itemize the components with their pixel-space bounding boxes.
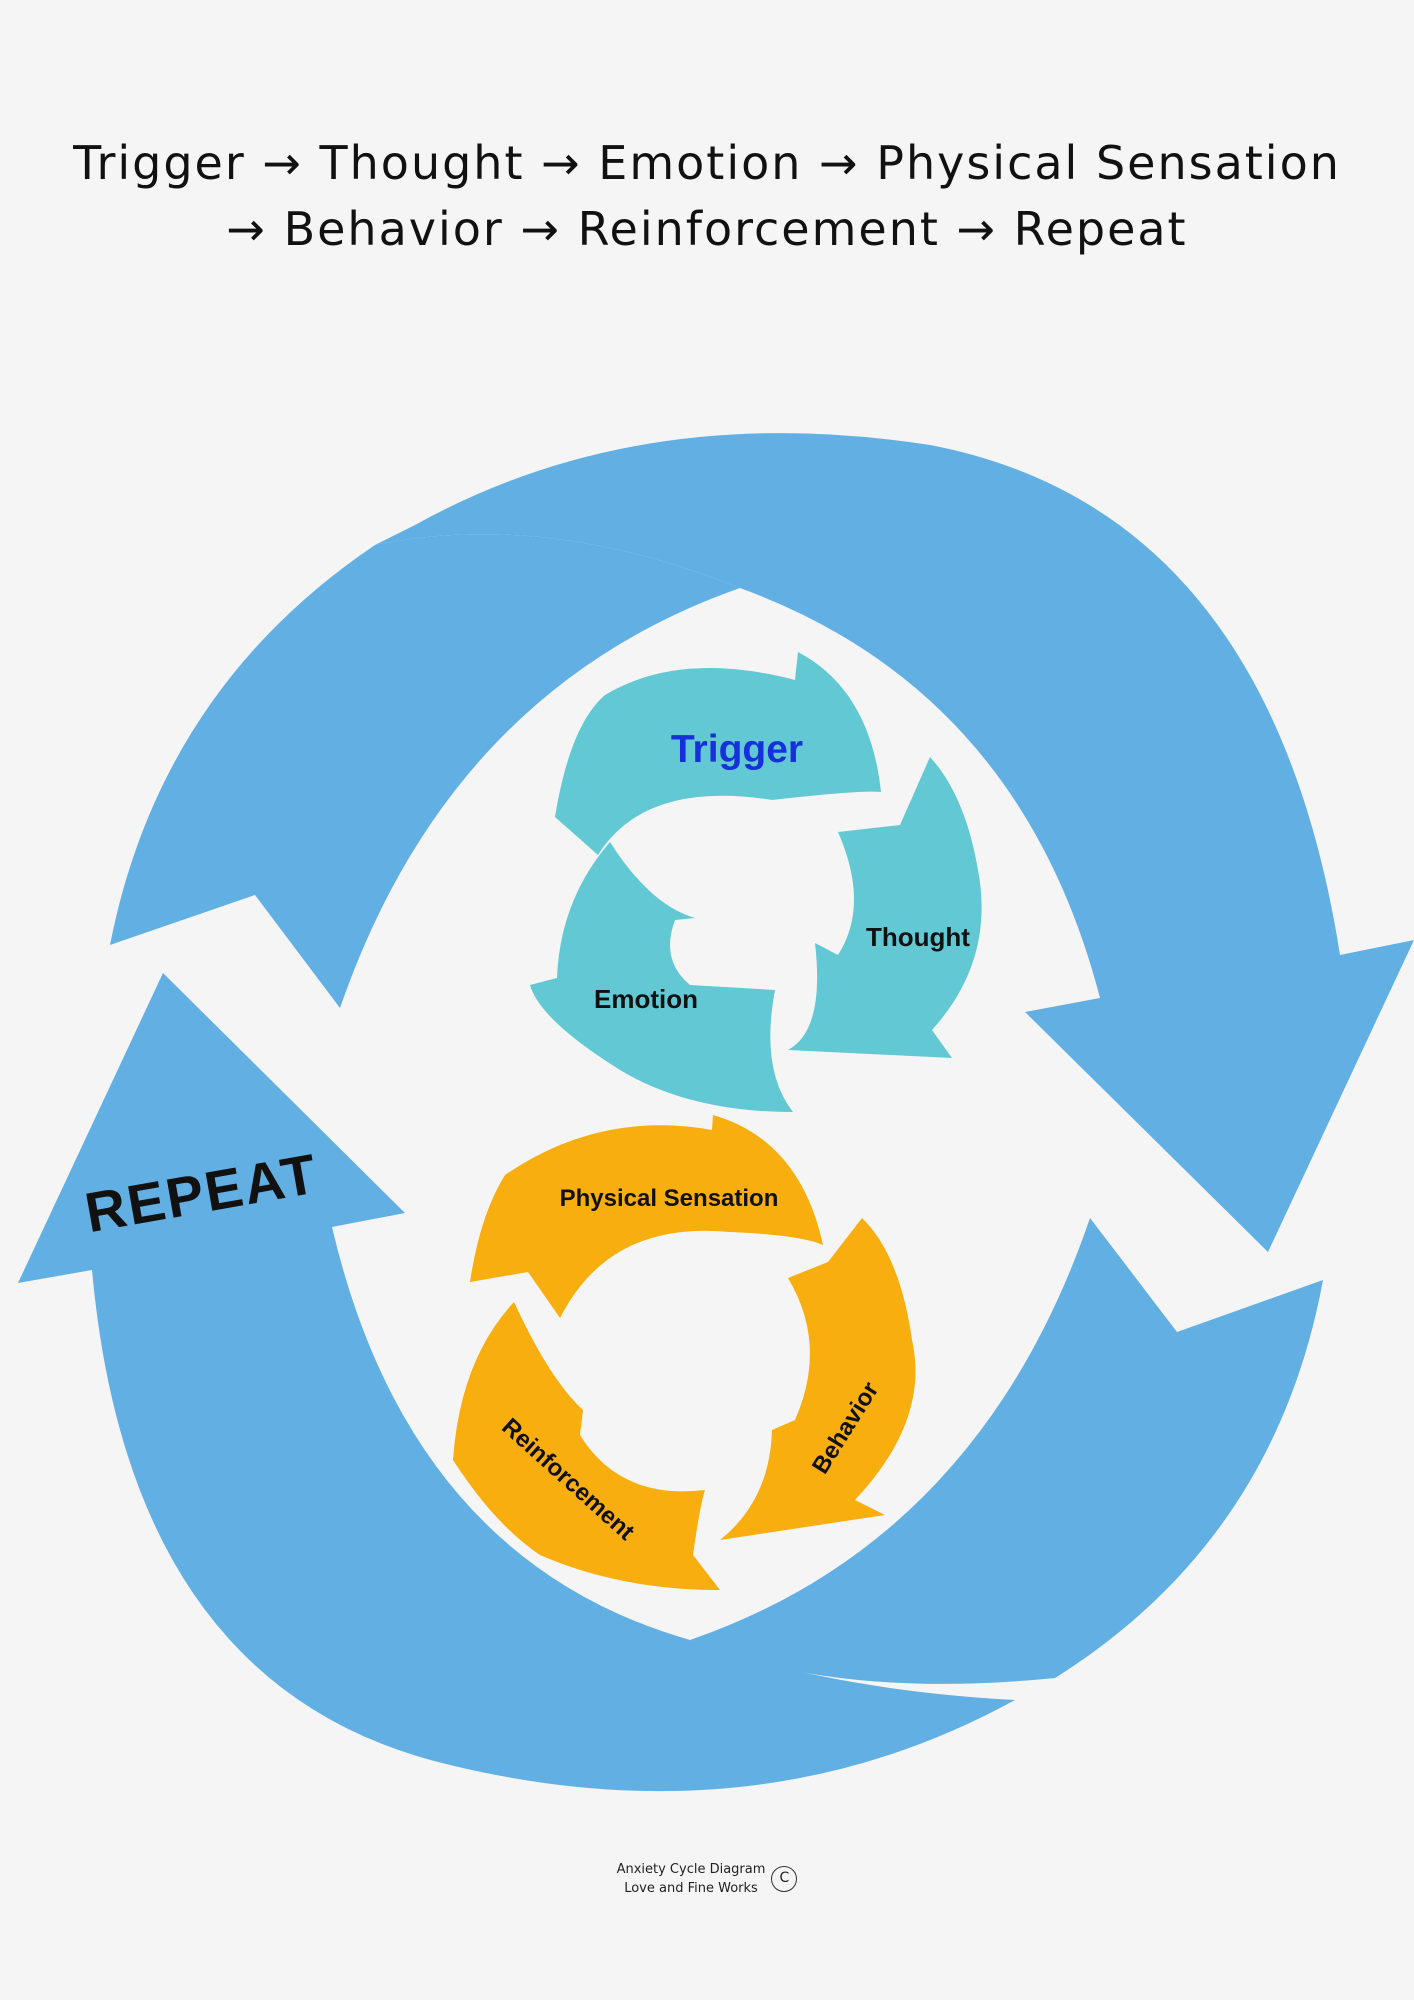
header-title: Trigger → Thought → Emotion → Physical S… <box>0 130 1414 262</box>
footer: Anxiety Cycle Diagram Love and Fine Work… <box>0 1860 1414 1898</box>
outer-arrow-top <box>375 433 1414 1252</box>
outer-cycle <box>18 433 1414 1792</box>
label-emotion: Emotion <box>594 984 698 1014</box>
outer-arrow-bottom <box>18 973 1015 1792</box>
header-line-2: → Behavior → Reinforcement → Repeat <box>226 202 1188 256</box>
orange-arrow-reinforcement <box>453 1302 720 1590</box>
header-line-1: Trigger → Thought → Emotion → Physical S… <box>73 136 1341 190</box>
top-cycle <box>530 652 982 1112</box>
label-trigger: Trigger <box>671 728 803 771</box>
copyright-icon: C <box>771 1866 798 1892</box>
footer-title: Anxiety Cycle Diagram <box>616 1862 766 1877</box>
orange-arrow-physical <box>470 1115 823 1318</box>
footer-credits: Anxiety Cycle Diagram Love and Fine Work… <box>617 1860 766 1898</box>
label-thought: Thought <box>866 922 970 952</box>
footer-author: Love and Fine Works <box>624 1881 758 1896</box>
outer-arrow-left <box>110 534 740 1008</box>
orange-arrow-behavior <box>720 1218 916 1540</box>
teal-arrow-trigger <box>555 652 881 855</box>
bottom-cycle <box>453 1115 916 1590</box>
teal-arrow-emotion <box>530 842 793 1112</box>
teal-arrow-thought <box>788 757 982 1058</box>
outer-arrow-right <box>690 1218 1323 1684</box>
label-physical-sensation: Physical Sensation <box>560 1185 779 1212</box>
